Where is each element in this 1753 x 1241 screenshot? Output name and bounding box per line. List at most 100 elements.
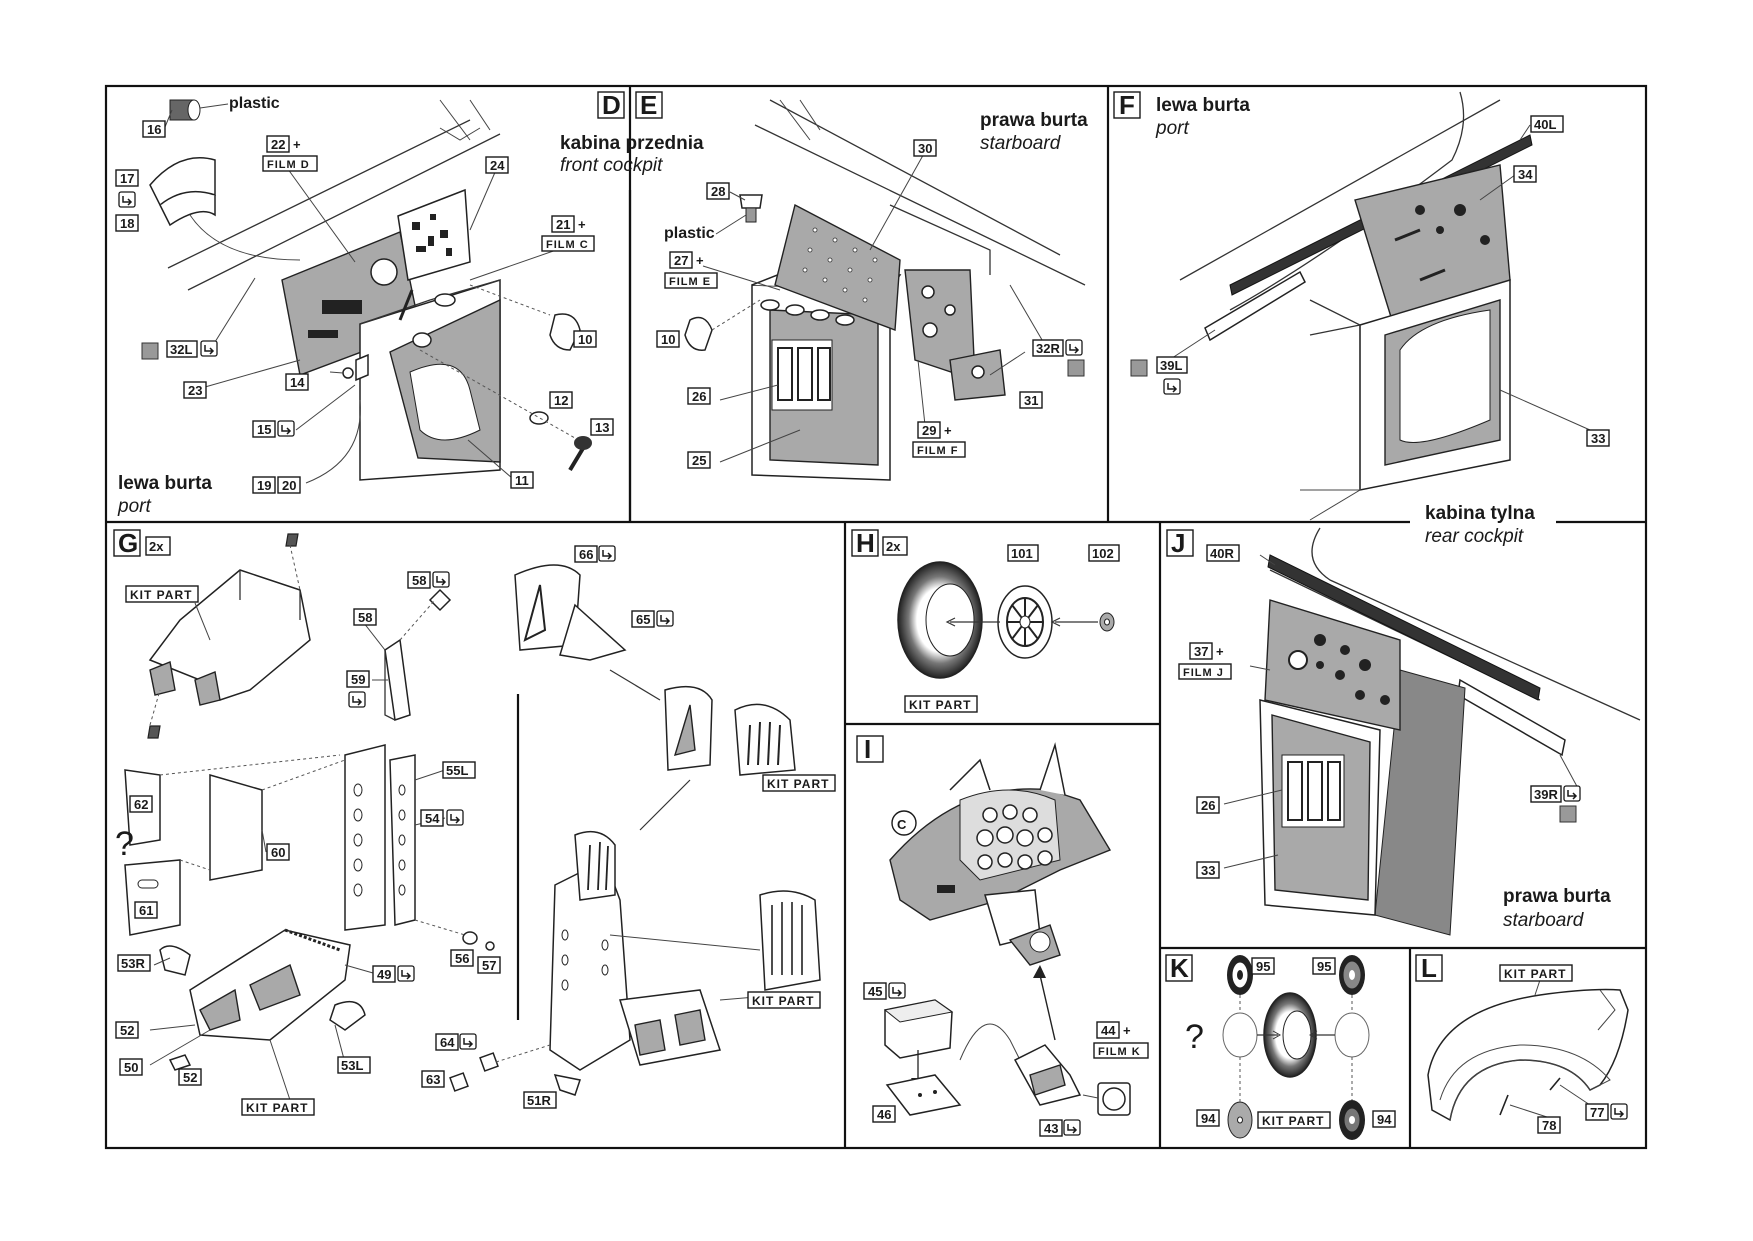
svg-text:30: 30 — [918, 141, 932, 156]
part-number-53l: 53L — [337, 1056, 371, 1074]
svg-text:56: 56 — [455, 951, 469, 966]
svg-text:53L: 53L — [341, 1058, 363, 1073]
part-number-43: 43 — [1039, 1119, 1063, 1137]
svg-text:26: 26 — [1201, 798, 1215, 813]
part-number-18: 18 — [115, 214, 139, 232]
svg-text:+: + — [1123, 1023, 1131, 1038]
multiplier-g: 2x — [149, 539, 164, 554]
svg-text:51R: 51R — [527, 1093, 551, 1108]
svg-text:52: 52 — [183, 1070, 197, 1085]
svg-text:KIT PART: KIT PART — [1504, 967, 1566, 981]
svg-text:32R: 32R — [1036, 341, 1060, 356]
svg-text:55L: 55L — [446, 763, 468, 778]
section-letter-d: D — [602, 90, 621, 120]
part-number-46: 46 — [872, 1105, 896, 1123]
kit-part-label-g-3: KIT PART — [762, 774, 836, 792]
svg-text:21: 21 — [556, 217, 570, 232]
part-number-51r: 51R — [523, 1091, 557, 1109]
part-number-40l: 40L — [1530, 115, 1564, 133]
plastic-label-e: plastic — [664, 225, 715, 242]
svg-text:63: 63 — [426, 1072, 440, 1087]
section-d-title: kabina przednia — [560, 133, 704, 154]
part-number-53r: 53R — [117, 954, 151, 972]
section-f-title: lewa burta — [1156, 95, 1250, 116]
film-j-label: FILM J — [1178, 663, 1232, 680]
part-number-12: 12 — [549, 391, 573, 409]
part-number-39r: 39R — [1530, 785, 1562, 803]
svg-text:33: 33 — [1591, 431, 1605, 446]
svg-text:40L: 40L — [1534, 117, 1556, 132]
svg-text:95: 95 — [1317, 959, 1331, 974]
section-letter-g: G — [118, 528, 138, 558]
film-k-label: FILM K — [1093, 1042, 1149, 1059]
svg-text:23: 23 — [188, 383, 202, 398]
plastic-label-d: plastic — [229, 95, 280, 112]
svg-text:KIT PART: KIT PART — [752, 994, 814, 1008]
part-number-23: 23 — [183, 381, 207, 399]
svg-text:15: 15 — [257, 422, 271, 437]
svg-text:10: 10 — [578, 332, 592, 347]
film-d-label: FILM D — [262, 155, 318, 172]
part-number-28: 28 — [706, 182, 730, 200]
part-number-63: 63 — [421, 1070, 445, 1088]
section-e-subtitle: starboard — [980, 133, 1062, 154]
svg-text:13: 13 — [595, 420, 609, 435]
svg-text:24: 24 — [490, 158, 505, 173]
part-number-94-right: 94 — [1372, 1110, 1396, 1128]
svg-text:64: 64 — [440, 1035, 455, 1050]
kit-part-label-g-1: KIT PART — [125, 585, 199, 603]
svg-text:28: 28 — [711, 184, 725, 199]
part-number-20: 20 — [277, 476, 301, 494]
svg-text:49: 49 — [377, 967, 391, 982]
part-number-56: 56 — [450, 949, 474, 967]
svg-text:29: 29 — [922, 423, 936, 438]
svg-text:11: 11 — [515, 473, 529, 488]
part-number-45: 45 — [863, 982, 887, 1000]
part-number-65: 65 — [631, 610, 655, 628]
svg-text:25: 25 — [692, 453, 706, 468]
svg-text:20: 20 — [282, 478, 296, 493]
svg-text:FILM K: FILM K — [1098, 1046, 1141, 1058]
svg-text:34: 34 — [1518, 167, 1533, 182]
svg-text:FILM F: FILM F — [917, 445, 958, 457]
section-d-side-subtitle: port — [117, 496, 151, 517]
svg-text:62: 62 — [134, 797, 148, 812]
svg-text:60: 60 — [271, 845, 285, 860]
rear-cockpit-title: kabina tylna — [1425, 503, 1535, 524]
svg-text:94: 94 — [1377, 1112, 1392, 1127]
svg-text:46: 46 — [877, 1107, 891, 1122]
part-number-94-left: 94 — [1196, 1109, 1220, 1127]
kit-part-label-g-4: KIT PART — [747, 991, 821, 1009]
svg-text:37: 37 — [1194, 644, 1208, 659]
section-letter-k: K — [1170, 953, 1189, 983]
section-i: I C 45 46 4 — [856, 734, 1149, 1137]
svg-text:58: 58 — [358, 610, 372, 625]
svg-text:KIT PART: KIT PART — [767, 777, 829, 791]
part-number-62: 62 — [129, 795, 153, 813]
kit-part-label-k: KIT PART — [1257, 1111, 1331, 1129]
svg-text:FILM E: FILM E — [669, 276, 711, 288]
svg-text:FILM D: FILM D — [267, 159, 310, 171]
section-d-side-title: lewa burta — [118, 473, 212, 494]
part-number-37: 37+ — [1189, 642, 1224, 660]
section-letter-h: H — [856, 528, 875, 558]
kit-part-label-h: KIT PART — [904, 695, 978, 713]
svg-text:94: 94 — [1201, 1111, 1216, 1126]
part-number-16: 16 — [142, 120, 166, 138]
film-f-label: FILM F — [912, 441, 966, 458]
part-number-50: 50 — [119, 1058, 143, 1076]
part-number-52-b: 52 — [178, 1068, 202, 1086]
svg-text:12: 12 — [554, 393, 568, 408]
part-number-95-left: 95 — [1251, 957, 1275, 975]
svg-text:58: 58 — [412, 573, 426, 588]
svg-text:18: 18 — [120, 216, 134, 231]
svg-text:101: 101 — [1011, 546, 1033, 561]
question-mark-k: ? — [1185, 1018, 1204, 1056]
part-number-101: 101 — [1007, 544, 1039, 562]
question-mark-g: ? — [115, 825, 134, 863]
svg-text:57: 57 — [482, 958, 496, 973]
svg-text:+: + — [696, 253, 704, 268]
svg-text:10: 10 — [661, 332, 675, 347]
plastic-knob-part — [169, 99, 201, 121]
